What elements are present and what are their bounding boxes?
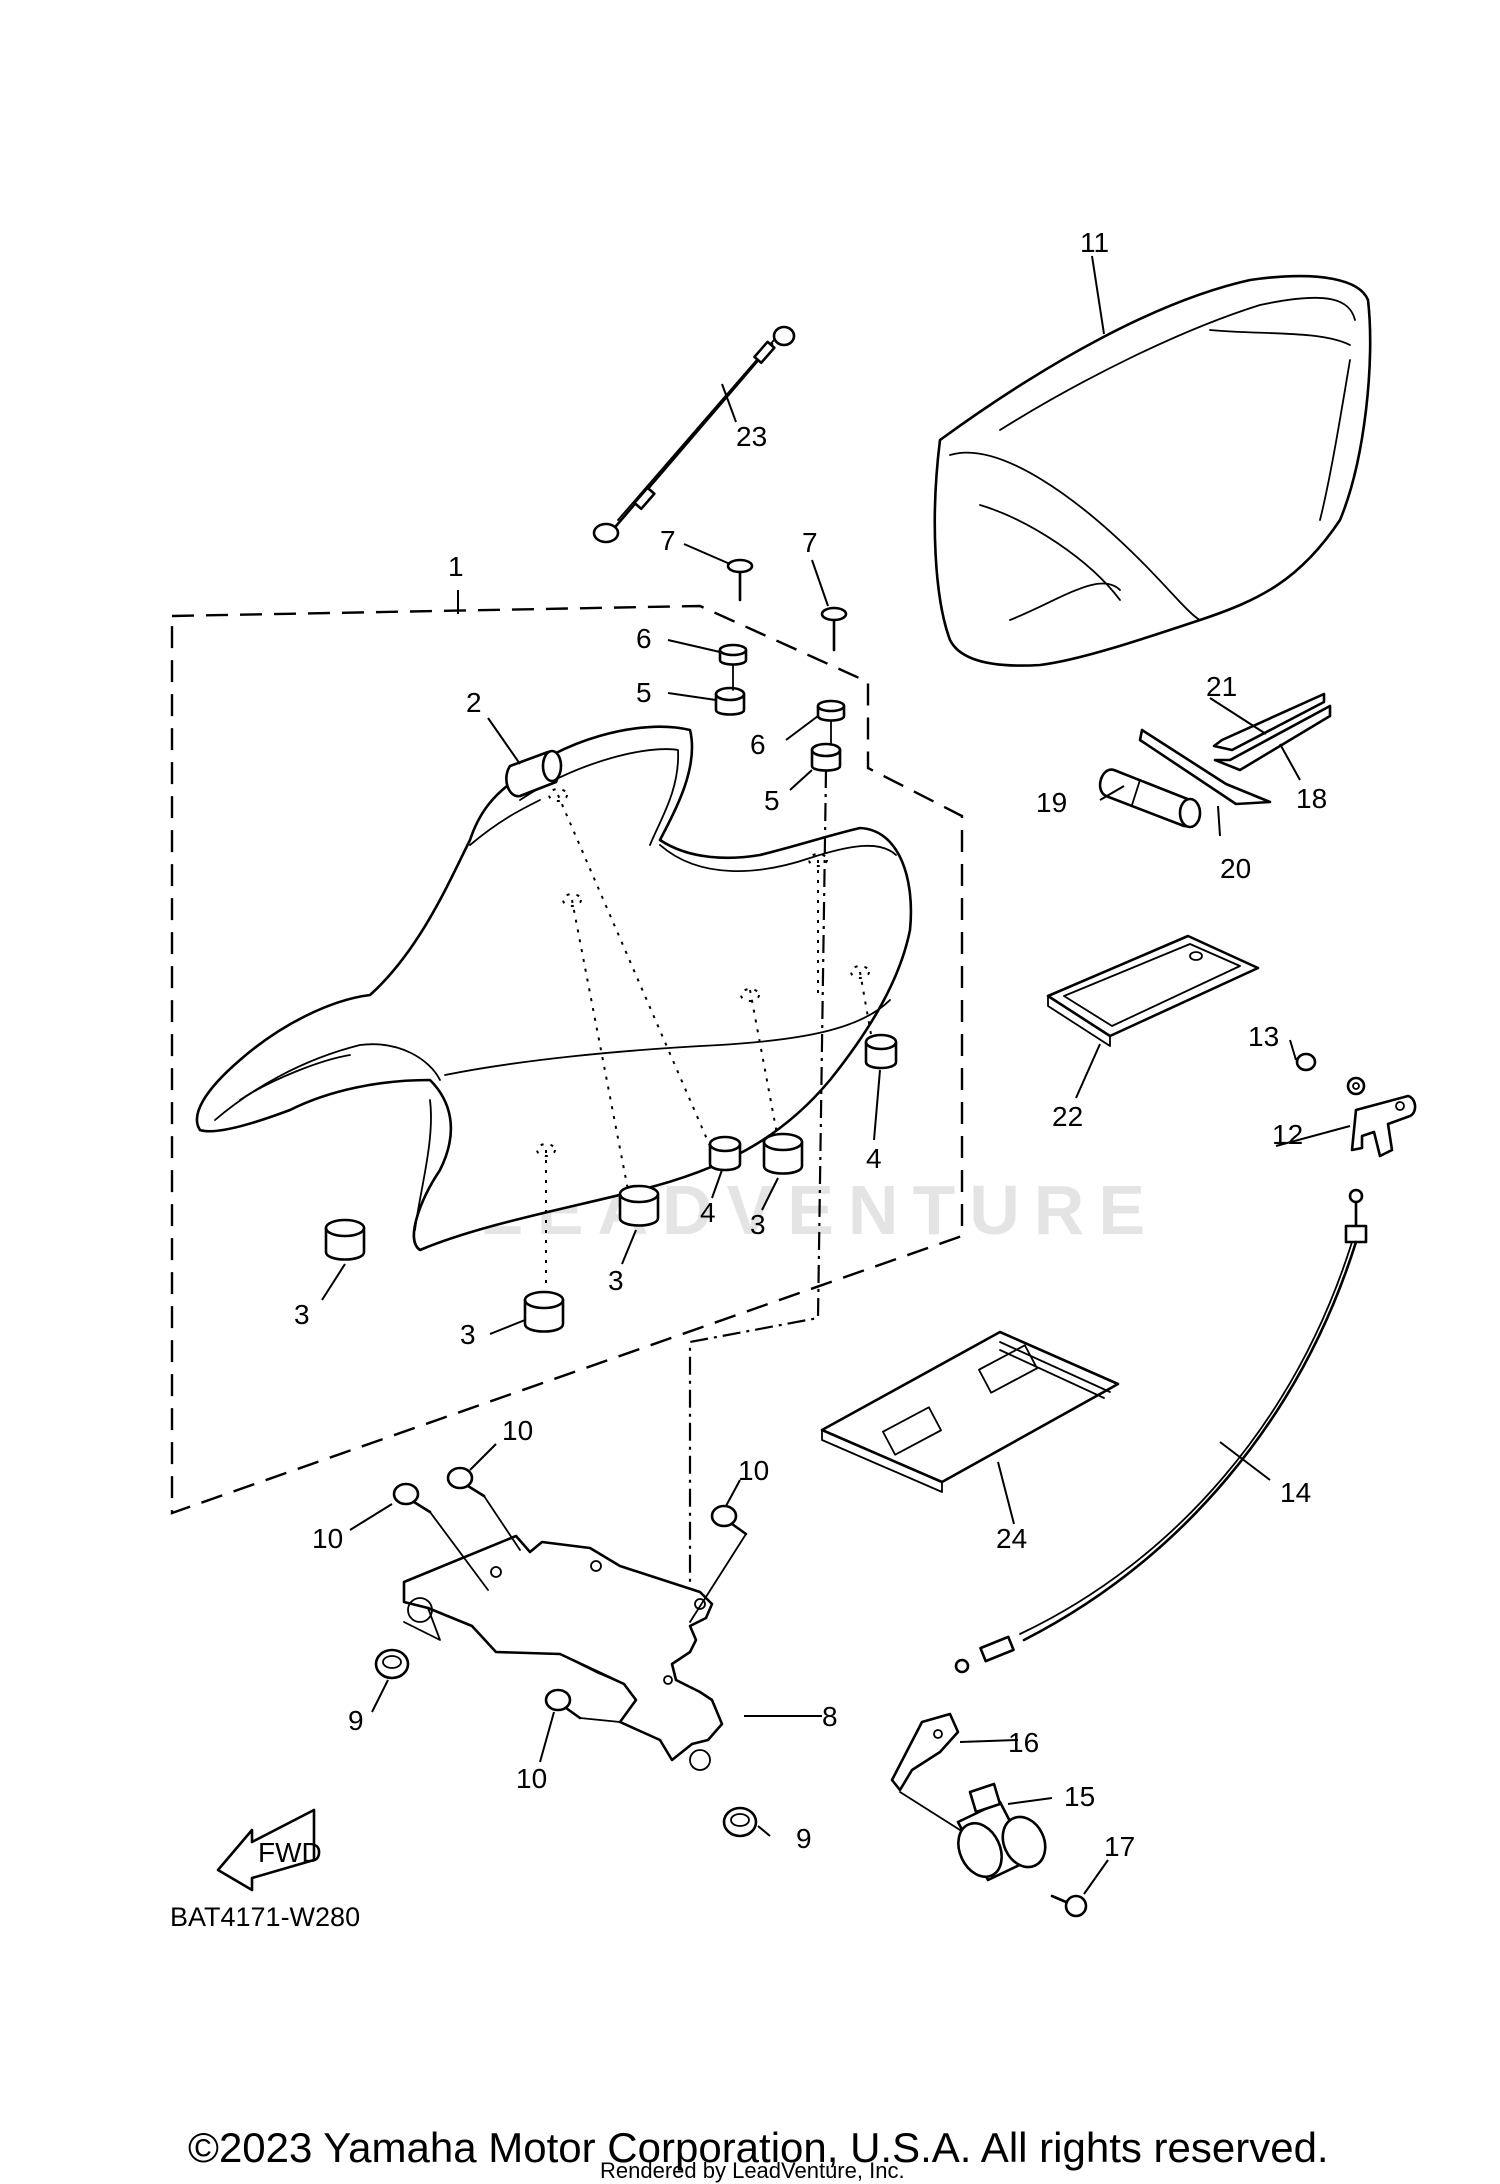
callout-4: 4 — [866, 1143, 882, 1174]
callout-7: 7 — [802, 527, 818, 558]
callout-19: 19 — [1036, 787, 1067, 818]
damper-3d — [762, 1132, 804, 1175]
callout-18: 18 — [1296, 783, 1327, 814]
screwdriver-handle-19 — [1098, 768, 1202, 829]
callout-6: 6 — [636, 623, 652, 654]
callout-8: 8 — [822, 1701, 838, 1732]
callout-3: 3 — [608, 1265, 624, 1296]
callout-11: 11 — [1080, 227, 1109, 258]
grommet-9a — [374, 1648, 410, 1680]
callout-5: 5 — [764, 785, 780, 816]
grommet-9b — [722, 1806, 758, 1838]
fwd-label: FWD — [258, 1837, 322, 1868]
collar-5a — [714, 686, 746, 716]
rendered-by: Rendered by LeadVenture, Inc. — [600, 2158, 905, 2183]
lock-hook — [1346, 1076, 1417, 1158]
callout-12: 12 — [1272, 1119, 1303, 1150]
callout-17: 17 — [1104, 1831, 1135, 1862]
callout-13: 13 — [1248, 1021, 1279, 1052]
bolt-10d — [544, 1688, 582, 1720]
nut-13 — [1295, 1052, 1317, 1072]
tool-bag — [1046, 934, 1260, 1047]
washer-6a — [718, 643, 748, 666]
bolt-10a — [392, 1482, 432, 1514]
lock-cam — [890, 1712, 960, 1792]
callout-21: 21 — [1206, 671, 1237, 702]
owners-manual — [820, 1330, 1120, 1493]
callout-22: 22 — [1052, 1101, 1083, 1132]
callout-10: 10 — [502, 1415, 533, 1446]
callout-1: 1 — [448, 551, 464, 582]
callout-6: 6 — [750, 729, 766, 760]
callout-10: 10 — [738, 1455, 769, 1486]
locate-line — [557, 794, 717, 1161]
screwdriver-20 — [1138, 728, 1272, 806]
callout-14: 14 — [1280, 1477, 1311, 1508]
hex-wrench-18 — [1213, 704, 1332, 772]
rider-seat — [195, 725, 913, 1252]
callout-2: 2 — [466, 687, 482, 718]
callout-23: 23 — [736, 421, 767, 452]
seat-bracket — [402, 1534, 724, 1771]
pillion-seat — [933, 274, 1372, 667]
callout-24: 24 — [996, 1523, 1027, 1554]
callout-4: 4 — [700, 1197, 716, 1228]
damper-3a — [324, 1218, 366, 1261]
collar-5b — [810, 742, 842, 772]
fwd-arrow: FWD — [216, 1808, 322, 1892]
damper-4a — [708, 1135, 742, 1172]
seat-lock-cable — [954, 1188, 1368, 1674]
seat-lock-wire — [592, 325, 796, 544]
screw-7a — [726, 558, 754, 602]
screw-7b — [820, 606, 848, 652]
callout-3: 3 — [294, 1299, 310, 1330]
diagram-code: BAT4171-W280 — [170, 1902, 361, 1932]
callout-3: 3 — [460, 1319, 476, 1350]
callout-10: 10 — [312, 1523, 343, 1554]
screw-17 — [1050, 1894, 1088, 1918]
bolt-10c — [710, 1504, 748, 1536]
callout-3: 3 — [750, 1209, 766, 1240]
callout-16: 16 — [1008, 1727, 1039, 1758]
bolt-10b — [446, 1466, 486, 1498]
callout-20: 20 — [1220, 853, 1251, 884]
copyright-notice: ©2023 Yamaha Motor Corporation, U.S.A. A… — [188, 2124, 1329, 2171]
center-line — [688, 769, 828, 1622]
callout-5: 5 — [636, 677, 652, 708]
hex-wrench-21 — [1212, 692, 1326, 752]
callout-9: 9 — [796, 1823, 812, 1854]
washer-6b — [816, 699, 846, 722]
assembly-boundary — [170, 604, 964, 1515]
callout-15: 15 — [1064, 1781, 1095, 1812]
damper-3c — [618, 1184, 660, 1227]
callout-7: 7 — [660, 525, 676, 556]
locate-line — [749, 989, 781, 1151]
damper-4b — [864, 1033, 898, 1070]
callout-10: 10 — [516, 1763, 547, 1794]
locate-line — [859, 971, 873, 1041]
seat-lock — [899, 1782, 1047, 1882]
damper-3b — [523, 1290, 565, 1333]
callout-9: 9 — [348, 1705, 364, 1736]
